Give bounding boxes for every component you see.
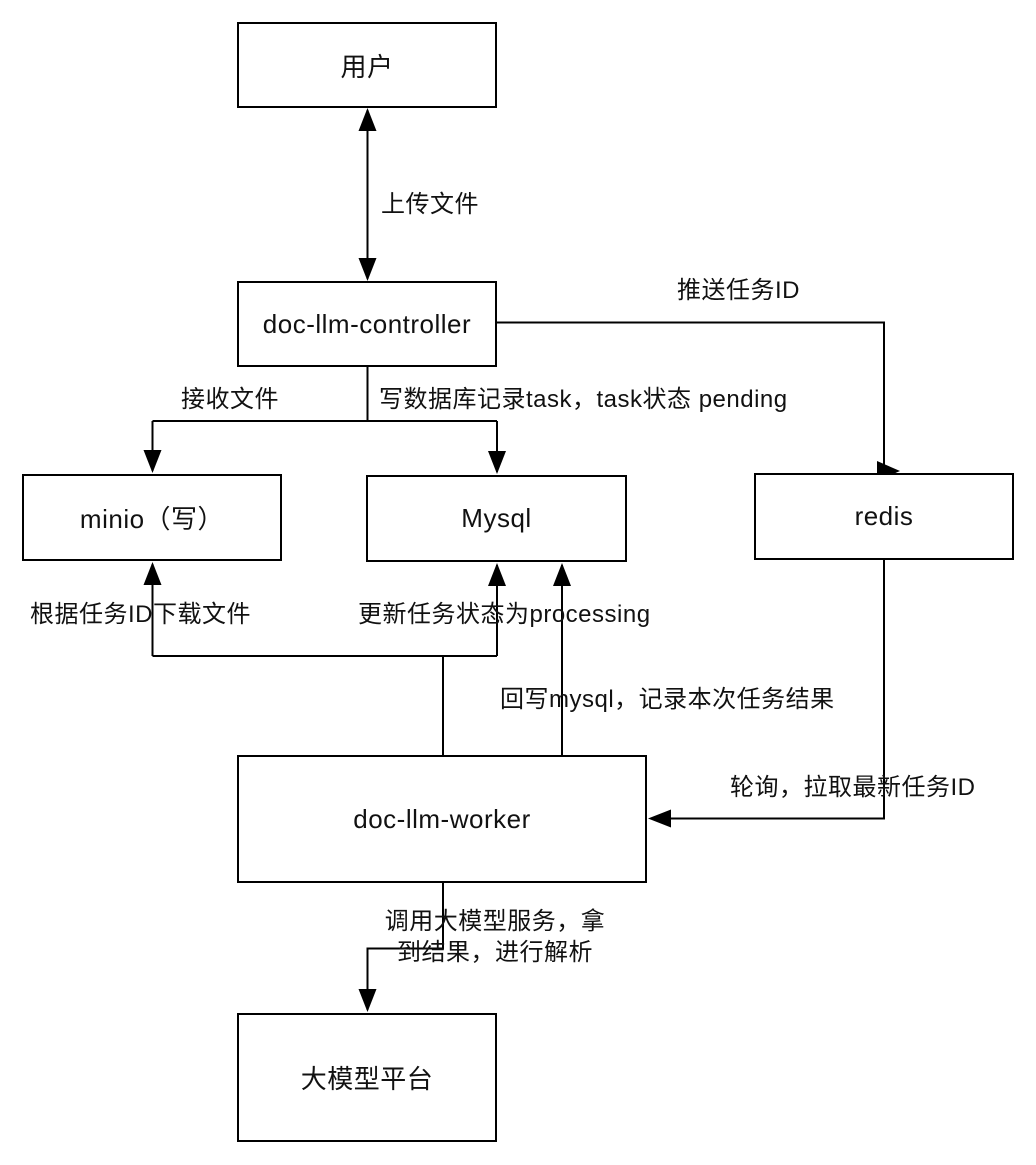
edge-worker-mysql-writeback (553, 563, 571, 755)
edge-worker-platform (358, 883, 444, 1012)
node-doc-llm-worker: doc-llm-worker (237, 755, 647, 883)
edge-controller-storage (143, 367, 506, 474)
arrowhead-left-icon (648, 809, 671, 828)
node-user: 用户 (237, 22, 497, 108)
edge-label-poll-latest-task-id: 轮询，拉取最新任务ID (730, 774, 976, 801)
arrowhead-up-icon (488, 563, 506, 586)
node-minio-write: minio（写） (22, 474, 282, 561)
edge-label-call-llm-parse-result: 调用大模型服务，拿 到结果，进行解析 (384, 908, 606, 967)
edge-label-writeback-mysql-result: 回写mysql，记录本次任务结果 (500, 686, 835, 713)
node-mysql: Mysql (366, 475, 627, 562)
edge-label-download-by-task-id: 根据任务ID下载文件 (30, 601, 251, 628)
edge-worker-storage (143, 562, 506, 755)
edge-user-controller (358, 108, 377, 281)
edge-redis-worker (648, 560, 885, 828)
node-redis: redis (754, 473, 1014, 560)
edge-label-receive-file: 接收文件 (181, 386, 279, 413)
arrowhead-up-icon (143, 562, 162, 585)
arrowhead-up-icon (553, 563, 571, 586)
node-llm-platform: 大模型平台 (237, 1013, 497, 1142)
edge-label-upload-file: 上传文件 (381, 191, 479, 218)
edge-label-write-db-task-pending: 写数据库记录task，task状态 pending (379, 386, 788, 413)
node-doc-llm-controller: doc-llm-controller (237, 281, 497, 367)
arrowhead-down-icon (143, 450, 162, 473)
edge-label-push-task-id: 推送任务ID (677, 277, 800, 304)
arrowhead-down-icon (488, 451, 506, 474)
arrowhead-down-icon (358, 989, 377, 1012)
arrowhead-up-icon (358, 108, 377, 131)
arrowhead-down-icon (358, 258, 377, 281)
edge-label-update-status-processing: 更新任务状态为processing (358, 601, 651, 628)
